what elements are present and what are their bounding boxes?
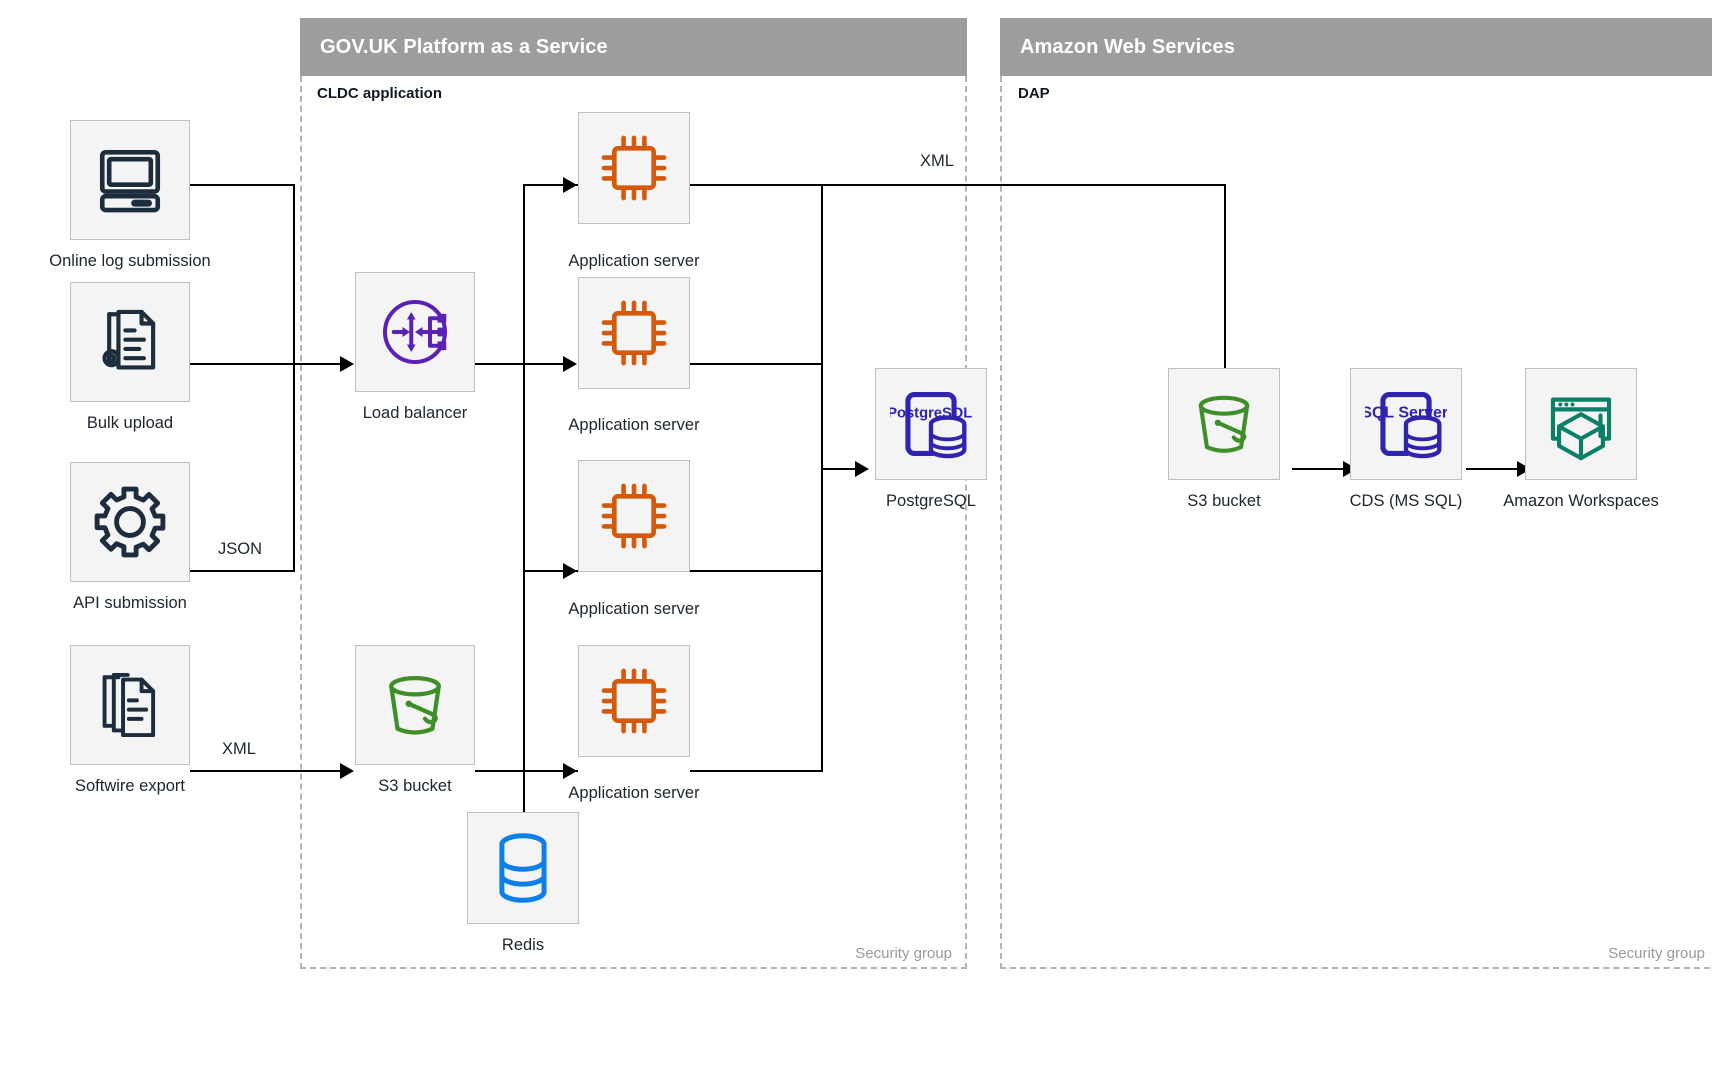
node-label-s3-bucket-aws: S3 bucket — [1187, 492, 1261, 510]
arrow-into-postgresql — [855, 461, 869, 477]
node-label-online-log-submission: Online log submission — [49, 252, 211, 270]
edge-api-v — [293, 363, 295, 572]
edge-pg-in-h — [821, 468, 861, 470]
tile-api-submission — [70, 462, 190, 582]
edge-redis-v — [523, 724, 525, 814]
cpu-chip-icon — [597, 296, 671, 370]
tile-load-balancer — [355, 272, 475, 392]
tile-application-server-2 — [578, 277, 690, 389]
arrow-into-load-balancer — [340, 356, 354, 372]
edge-label-xml-softwire: XML — [222, 740, 256, 758]
edge-lb-to-app3 — [523, 570, 578, 572]
group-title-govuk: GOV.UK Platform as a Service — [320, 35, 608, 58]
arrow-into-app3 — [563, 563, 577, 579]
node-label-cds-ms-sql: CDS (MS SQL) — [1349, 492, 1463, 510]
sql-server-icon: SQL Server — [1365, 383, 1447, 465]
cpu-chip-icon — [597, 131, 671, 205]
s3-bucket-icon — [375, 665, 455, 745]
cpu-chip-icon — [597, 664, 671, 738]
load-balancer-icon — [375, 292, 455, 372]
edge-online-log-h — [190, 184, 295, 186]
inner-label-cldc: CLDC application — [317, 85, 443, 102]
gear-icon — [91, 483, 169, 561]
redis-database-icon — [492, 832, 554, 904]
node-label-amazon-workspaces: Amazon Workspaces — [1503, 492, 1659, 510]
edge-label-json: JSON — [218, 540, 263, 558]
edge-lb-to-app1 — [523, 184, 578, 186]
edge-xml-to-aws-h — [690, 184, 1226, 186]
node-label-application-server-1: Application server — [568, 252, 700, 270]
edge-app4-out — [690, 770, 823, 772]
tile-amazon-workspaces — [1525, 368, 1637, 480]
tile-application-server-3 — [578, 460, 690, 572]
s3-bucket-icon — [1185, 385, 1263, 463]
tile-application-server-4 — [578, 645, 690, 757]
group-header-govuk: GOV.UK Platform as a Service — [300, 18, 967, 76]
edge-softwire-h — [190, 770, 350, 772]
tile-s3-bucket-aws — [1168, 368, 1280, 480]
documents-stack-icon — [93, 668, 167, 742]
tile-application-server-1 — [578, 112, 690, 224]
node-label-api-submission: API submission — [73, 594, 187, 612]
tile-s3-bucket-paas — [355, 645, 475, 765]
edge-online-log-v — [293, 184, 295, 364]
tile-softwire-export — [70, 645, 190, 765]
edge-xml-to-aws-v — [1224, 184, 1226, 380]
node-label-application-server-4: Application server — [568, 784, 700, 802]
edge-bulk-upload-h — [190, 363, 350, 365]
desktop-computer-icon — [93, 143, 167, 217]
edge-api-h — [190, 570, 295, 572]
node-label-postgresql: PostgreSQL — [886, 492, 976, 510]
node-label-s3-bucket-paas: S3 bucket — [378, 777, 452, 795]
node-label-application-server-2: Application server — [568, 416, 700, 434]
tile-redis — [467, 812, 579, 924]
node-label-redis: Redis — [501, 936, 545, 954]
tile-postgresql: PostgreSQL — [875, 368, 987, 480]
node-label-application-server-3: Application server — [568, 600, 700, 618]
tile-bulk-upload — [70, 282, 190, 402]
tile-online-log-submission — [70, 120, 190, 240]
security-group-box-govuk — [300, 76, 967, 969]
node-label-load-balancer: Load balancer — [362, 404, 468, 422]
security-group-label-govuk: Security group — [855, 945, 952, 962]
edge-lb-out-h — [475, 363, 575, 365]
inner-label-dap: DAP — [1018, 85, 1050, 102]
edge-lb-bus-v — [523, 184, 525, 724]
edge-pg-bus-v — [821, 184, 823, 772]
group-header-aws: Amazon Web Services — [1000, 18, 1712, 76]
tile-cds-ms-sql: SQL Server — [1350, 368, 1462, 480]
edge-label-xml-to-s3: XML — [920, 152, 954, 170]
arrow-into-app1 — [563, 177, 577, 193]
group-title-aws: Amazon Web Services — [1020, 35, 1235, 58]
security-group-label-aws: Security group — [1608, 945, 1705, 962]
node-label-softwire-export: Softwire export — [74, 777, 186, 795]
postgresql-icon: PostgreSQL — [890, 383, 972, 465]
node-label-bulk-upload: Bulk upload — [86, 414, 174, 432]
arrow-into-s3-paas — [340, 763, 354, 779]
edge-app2-out — [690, 363, 823, 365]
edge-app3-out — [690, 570, 823, 572]
edge-cds-to-workspaces — [1466, 468, 1526, 470]
amazon-workspaces-icon — [1542, 385, 1620, 463]
edge-s3-to-cds — [1292, 468, 1352, 470]
cpu-chip-icon — [597, 479, 671, 553]
edge-s3-to-app4 — [475, 770, 575, 772]
security-group-box-aws — [1000, 76, 1712, 969]
arrow-into-app2 — [563, 356, 577, 372]
document-gear-icon — [93, 305, 167, 379]
